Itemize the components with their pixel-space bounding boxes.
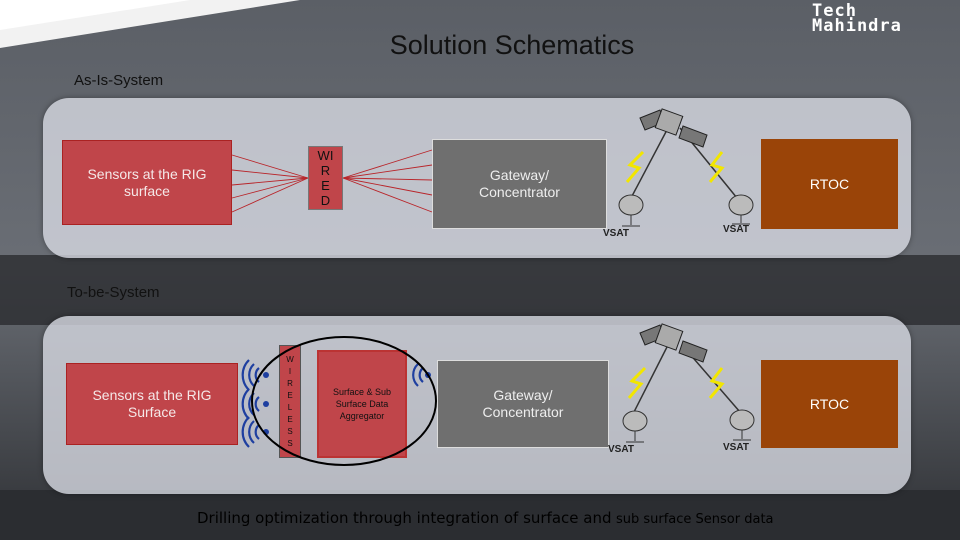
to-be-label: To-be-System xyxy=(67,284,160,301)
satellite-icon xyxy=(630,108,738,199)
as-is-gateway-box: Gateway/ Concentrator xyxy=(432,139,607,229)
footer-part-2: through integration of surface and xyxy=(352,509,612,527)
as-is-sensors-box: Sensors at the RIG surface xyxy=(62,140,232,225)
wireless-letter: S xyxy=(287,438,293,448)
gateway-line: Concentrator xyxy=(482,404,564,420)
wireless-letter: W xyxy=(286,354,294,364)
satellite-dish-icon xyxy=(729,409,755,441)
satellite-icon xyxy=(633,323,741,413)
wireless-letter: L xyxy=(287,402,293,412)
gateway-line: Gateway/ xyxy=(493,387,553,403)
satellite-dish-icon xyxy=(618,194,644,227)
to-be-rtoc-box: RTOC xyxy=(761,360,898,448)
wired-letter: R xyxy=(320,163,331,178)
aggregator-line: Surface Data xyxy=(335,399,389,409)
sensors-line: Surface xyxy=(127,404,177,420)
wireless-box: W I R E L E S S xyxy=(279,345,301,458)
aggregator-line: Aggregator xyxy=(339,411,385,421)
footer-part-3: sub surface Sensor data xyxy=(615,512,774,527)
satellite-dish-icon xyxy=(622,410,648,443)
wireless-signal-icon xyxy=(241,359,269,391)
logo-line-1: Tech xyxy=(812,1,857,21)
sensors-line: Sensors at the RIG xyxy=(92,387,212,403)
to-be-sensors-box: Sensors at the RIG Surface xyxy=(66,363,238,445)
lightning-icon xyxy=(708,367,725,399)
footer-part-1: Drilling optimization xyxy=(197,509,349,527)
lightning-icon xyxy=(627,366,647,399)
satellite-dish-icon xyxy=(728,194,754,225)
lightning-icon xyxy=(708,151,725,183)
aggregator-box: Surface & Sub Surface Data Aggregator xyxy=(317,350,407,458)
vsat-label: VSAT xyxy=(723,442,749,453)
wireless-highlight-ellipse xyxy=(251,336,437,466)
vsat-label: VSAT xyxy=(723,224,749,235)
as-is-label: As-Is-System xyxy=(74,72,164,89)
aggregator-line: Surface & Sub xyxy=(332,387,392,397)
tech-mahindra-logo: Tech Mahindra xyxy=(812,1,952,36)
wireless-signal-icon xyxy=(241,388,269,420)
page-title: Solution Schematics xyxy=(389,30,635,60)
vsat-label: VSAT xyxy=(608,444,634,455)
gateway-line: Gateway/ xyxy=(489,167,550,183)
lightning-icon xyxy=(625,150,645,183)
to-be-gateway-box: Gateway/ Concentrator xyxy=(437,360,609,448)
as-is-rtoc-box: RTOC xyxy=(761,139,898,229)
wireless-letter: S xyxy=(287,426,293,436)
wired-connection-lines xyxy=(231,149,433,213)
wired-box: WI R E D xyxy=(308,146,343,210)
wireless-letter: E xyxy=(287,390,293,400)
wired-letter: D xyxy=(320,193,331,208)
wireless-letter: I xyxy=(288,366,292,376)
gateway-line: Concentrator xyxy=(479,184,560,200)
wired-letter: WI xyxy=(317,148,334,163)
footer-caption: Drilling optimization through integratio… xyxy=(197,509,774,527)
wireless-letter: E xyxy=(287,414,293,424)
wired-letter: E xyxy=(321,178,330,193)
logo-line-2: Mahindra xyxy=(812,16,902,36)
vsat-label: VSAT xyxy=(603,228,629,239)
wireless-letter: R xyxy=(287,378,293,388)
